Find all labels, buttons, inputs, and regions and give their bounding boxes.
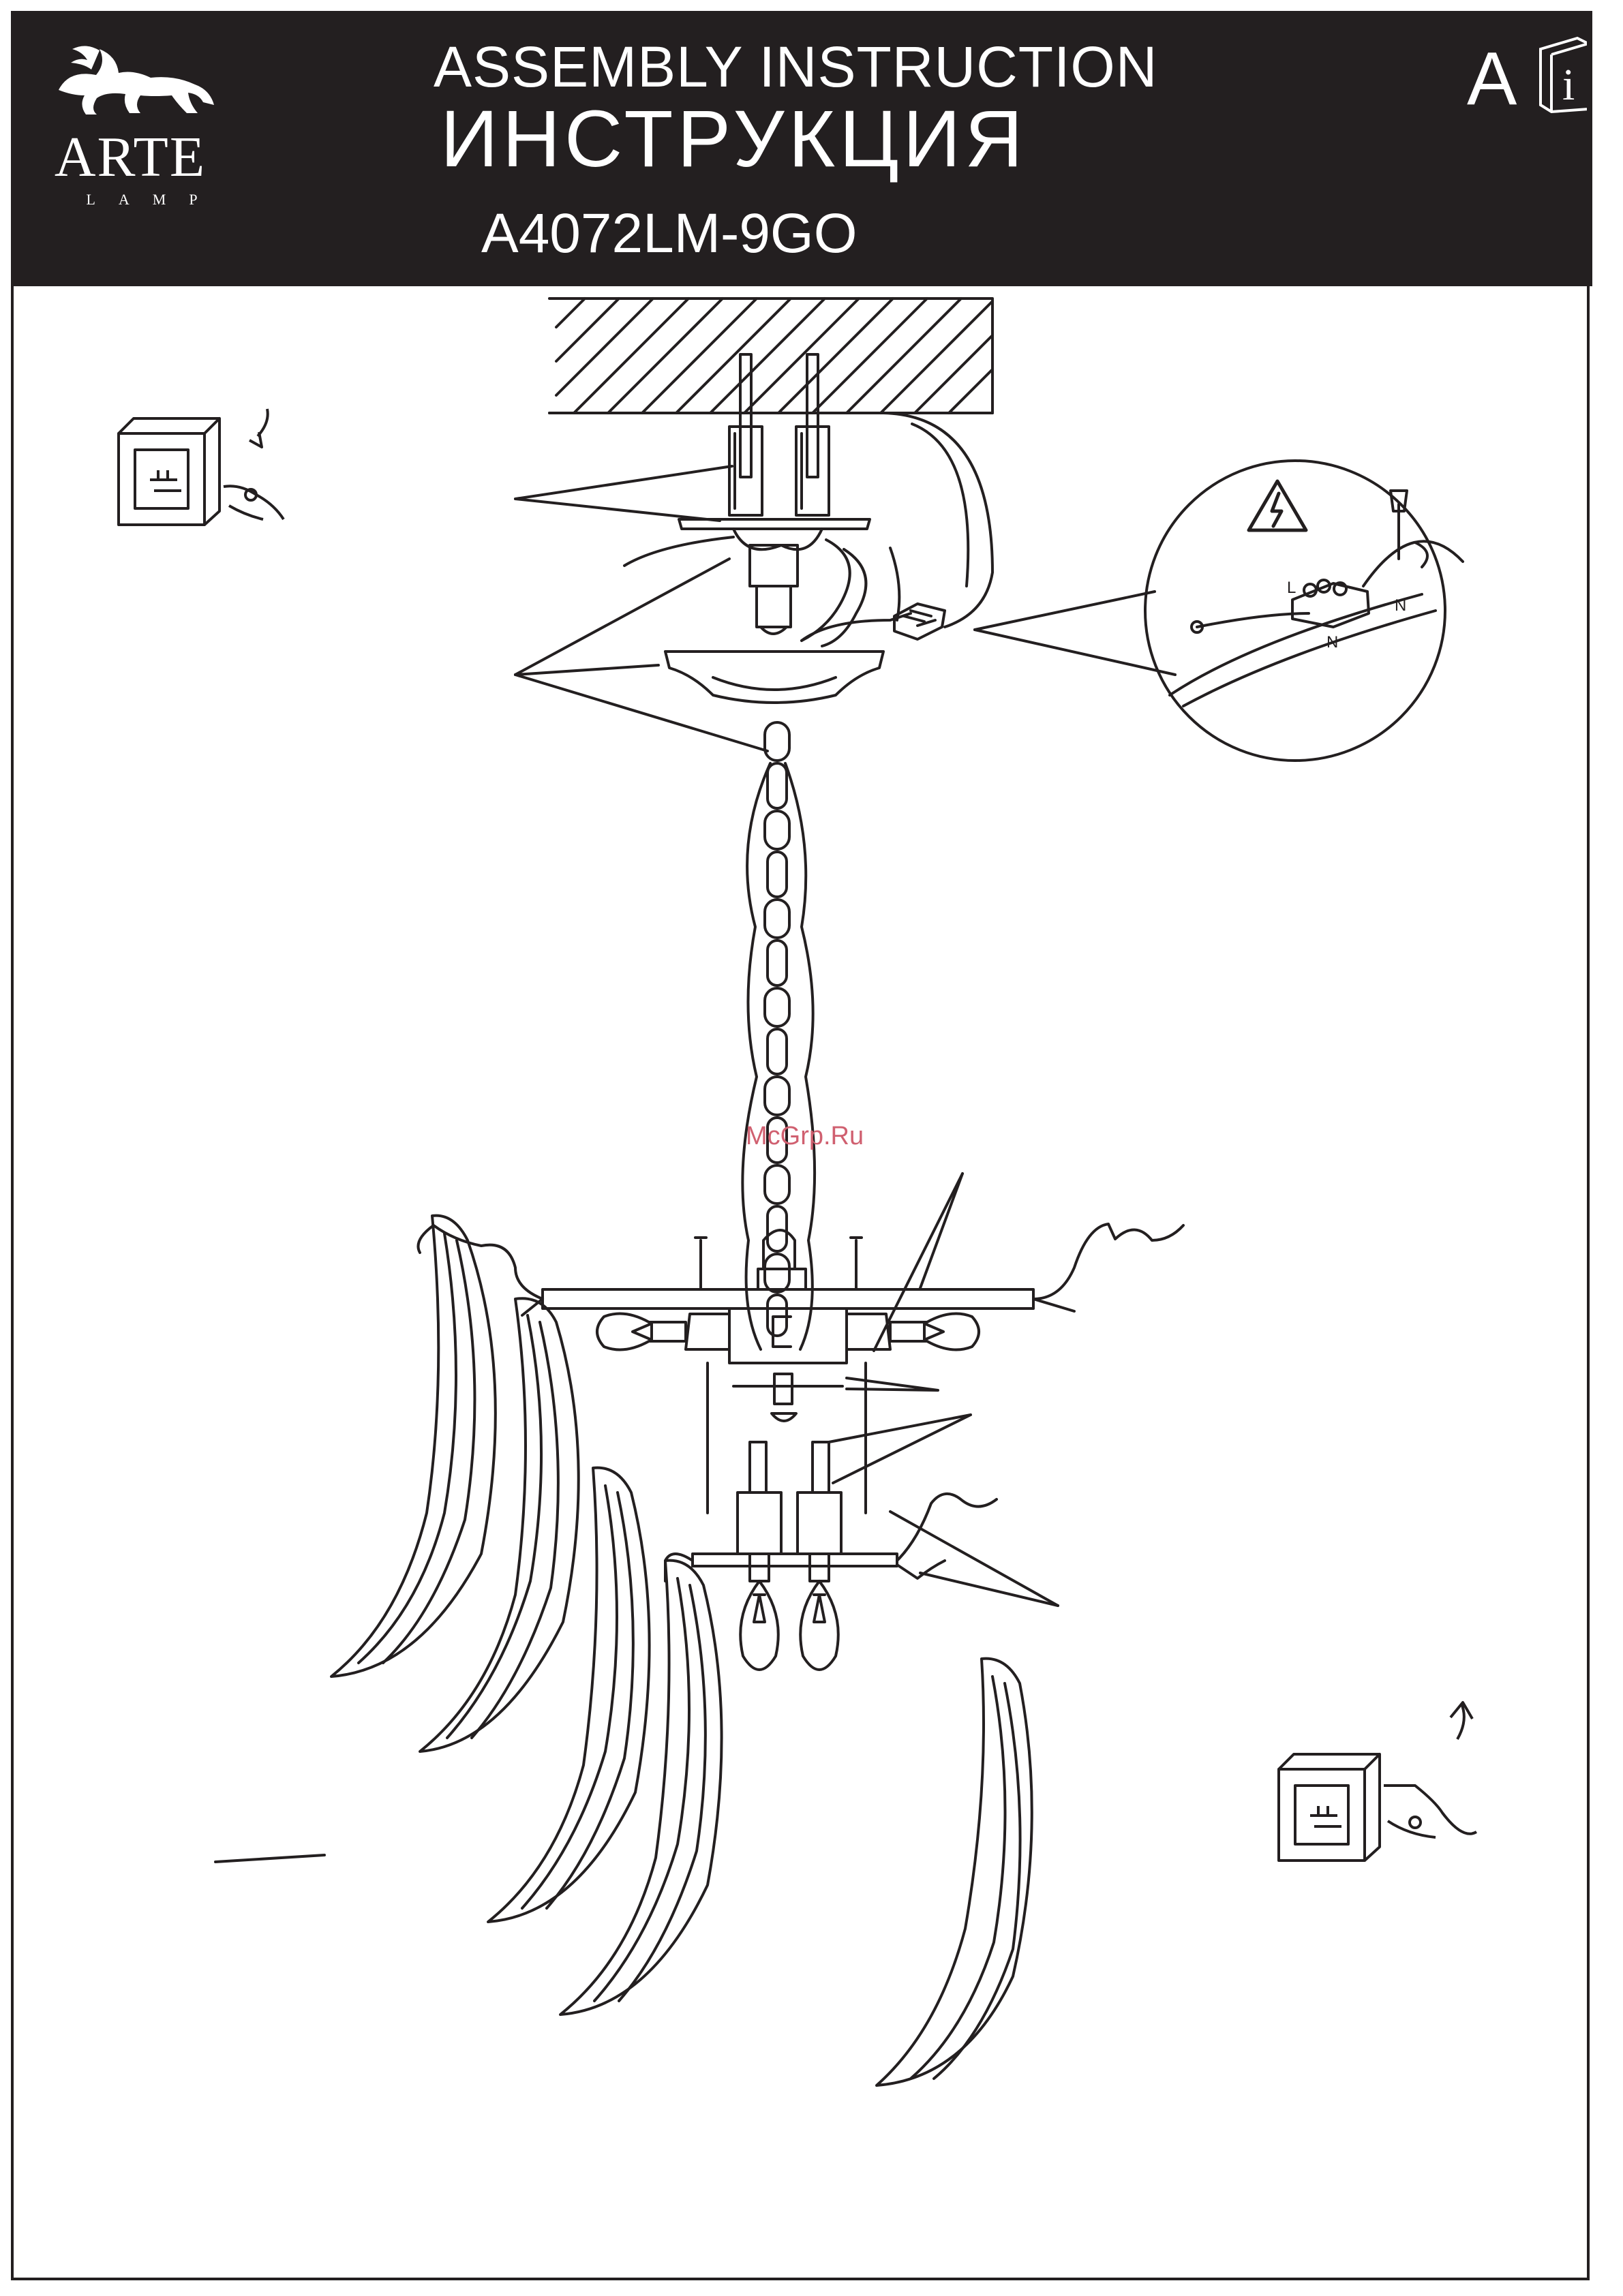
language-letter: A xyxy=(1467,35,1517,122)
switch-on-icon xyxy=(1279,1702,1476,1861)
high-voltage-warning-icon xyxy=(1249,481,1306,530)
svg-text:i: i xyxy=(1562,60,1575,110)
brand-logo: ARTE LAMP xyxy=(31,42,229,219)
glass-leaves xyxy=(331,1216,1032,2085)
svg-text:L: L xyxy=(1287,579,1296,597)
model-number: A4072LM-9GO xyxy=(481,202,858,266)
terminal-block xyxy=(894,604,945,639)
title-english: ASSEMBLY INSTRUCTION xyxy=(434,34,1157,100)
svg-text:N: N xyxy=(1395,596,1406,615)
title-russian: ИНСТРУКЦИЯ xyxy=(440,93,1027,185)
watermark-text: McGrp.Ru xyxy=(746,1122,864,1151)
switch-off-icon xyxy=(119,409,284,525)
griffin-logo-icon xyxy=(31,42,229,124)
mounting-plate xyxy=(679,519,870,634)
wiring-detail-circle xyxy=(975,461,1463,761)
svg-text:N: N xyxy=(1326,633,1338,652)
suspension-chain xyxy=(765,722,789,1336)
lower-stem xyxy=(708,1363,971,1513)
brand-sub: LAMP xyxy=(31,191,252,209)
ceiling-slab xyxy=(549,299,992,413)
assembly-diagram: L N N xyxy=(11,286,1592,2276)
header-bar: ARTE LAMP ASSEMBLY INSTRUCTION ИНСТРУКЦИ… xyxy=(11,11,1592,286)
brand-name: ARTE xyxy=(31,124,229,190)
canopy xyxy=(665,652,883,703)
leader-lines-bottom xyxy=(215,1512,1058,1862)
info-book-icon: i xyxy=(1535,34,1594,116)
